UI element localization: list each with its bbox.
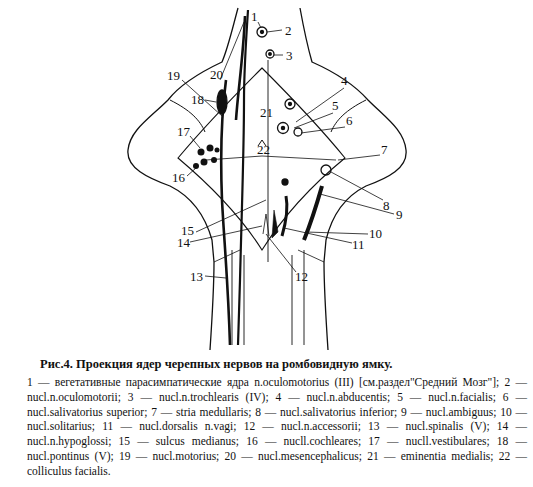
callout-number: 8 (383, 199, 390, 212)
key-entry: 7 — stria medullaris; (151, 406, 251, 418)
callout-number: 4 (341, 74, 348, 87)
key-entry: 17 — nucll.vestibulares; (368, 435, 489, 447)
callout-number: 12 (295, 270, 308, 283)
key-entry: 8 — nucl.salivatorius inferior; (255, 406, 397, 418)
key-entry: 3 — nucl.n.trochlearis (IV); (128, 391, 269, 403)
callout-number: 6 (346, 114, 353, 127)
key-entry: 5 — nucl.n.facialis; (397, 391, 496, 403)
key-entry: 19 — nucl.motorius; (119, 450, 219, 462)
figure-caption: Рис.4. Проекция ядер черепных нервов на … (40, 357, 520, 372)
key-entry: 21 — eminentia medialis; (367, 450, 493, 462)
callout-number: 17 (177, 125, 190, 138)
callout-number: 16 (172, 171, 185, 184)
key-entry: 11 — nucl.dorsalis n.vagi; (102, 420, 236, 432)
key-entry: 20 — nucl.mesencephalicus; (225, 450, 362, 462)
brainstem-illustration (0, 0, 533, 355)
callout-number: 18 (191, 93, 204, 106)
key-entry: 9 — nucl.ambiguus; (401, 406, 496, 418)
callout-number: 15 (181, 224, 194, 237)
callout-number: 2 (285, 24, 292, 37)
key-entry: 4 — nucl.n.abducentis; (276, 391, 391, 403)
callout-number: 22 (257, 143, 270, 156)
callout-number: 3 (286, 49, 293, 62)
key-entry: 13 — nucl.spinalis (V); (368, 420, 490, 432)
callout-number: 11 (352, 238, 365, 251)
callout-number: 9 (396, 208, 403, 221)
callout-number: 7 (381, 143, 388, 156)
callout-number: 13 (190, 270, 203, 283)
callout-number: 14 (177, 236, 190, 249)
key-entry: 16 — nucll.cochleares; (246, 435, 361, 447)
figure-key: 1 — вегетативные парасимпатические ядра … (27, 375, 527, 479)
callout-number: 1 (251, 10, 258, 23)
callout-number: 20 (210, 68, 223, 81)
key-entry: 15 — sulcus medianus; (119, 435, 240, 447)
callout-number: 19 (167, 69, 180, 82)
key-entry: 1 — вегетативные парасимпатические ядра … (27, 376, 499, 388)
callout-number: 10 (369, 227, 382, 240)
callout-number: 5 (332, 99, 339, 112)
callout-number: 21 (260, 106, 273, 119)
key-entry: 12 — nucl.n.accessorii; (244, 420, 361, 432)
